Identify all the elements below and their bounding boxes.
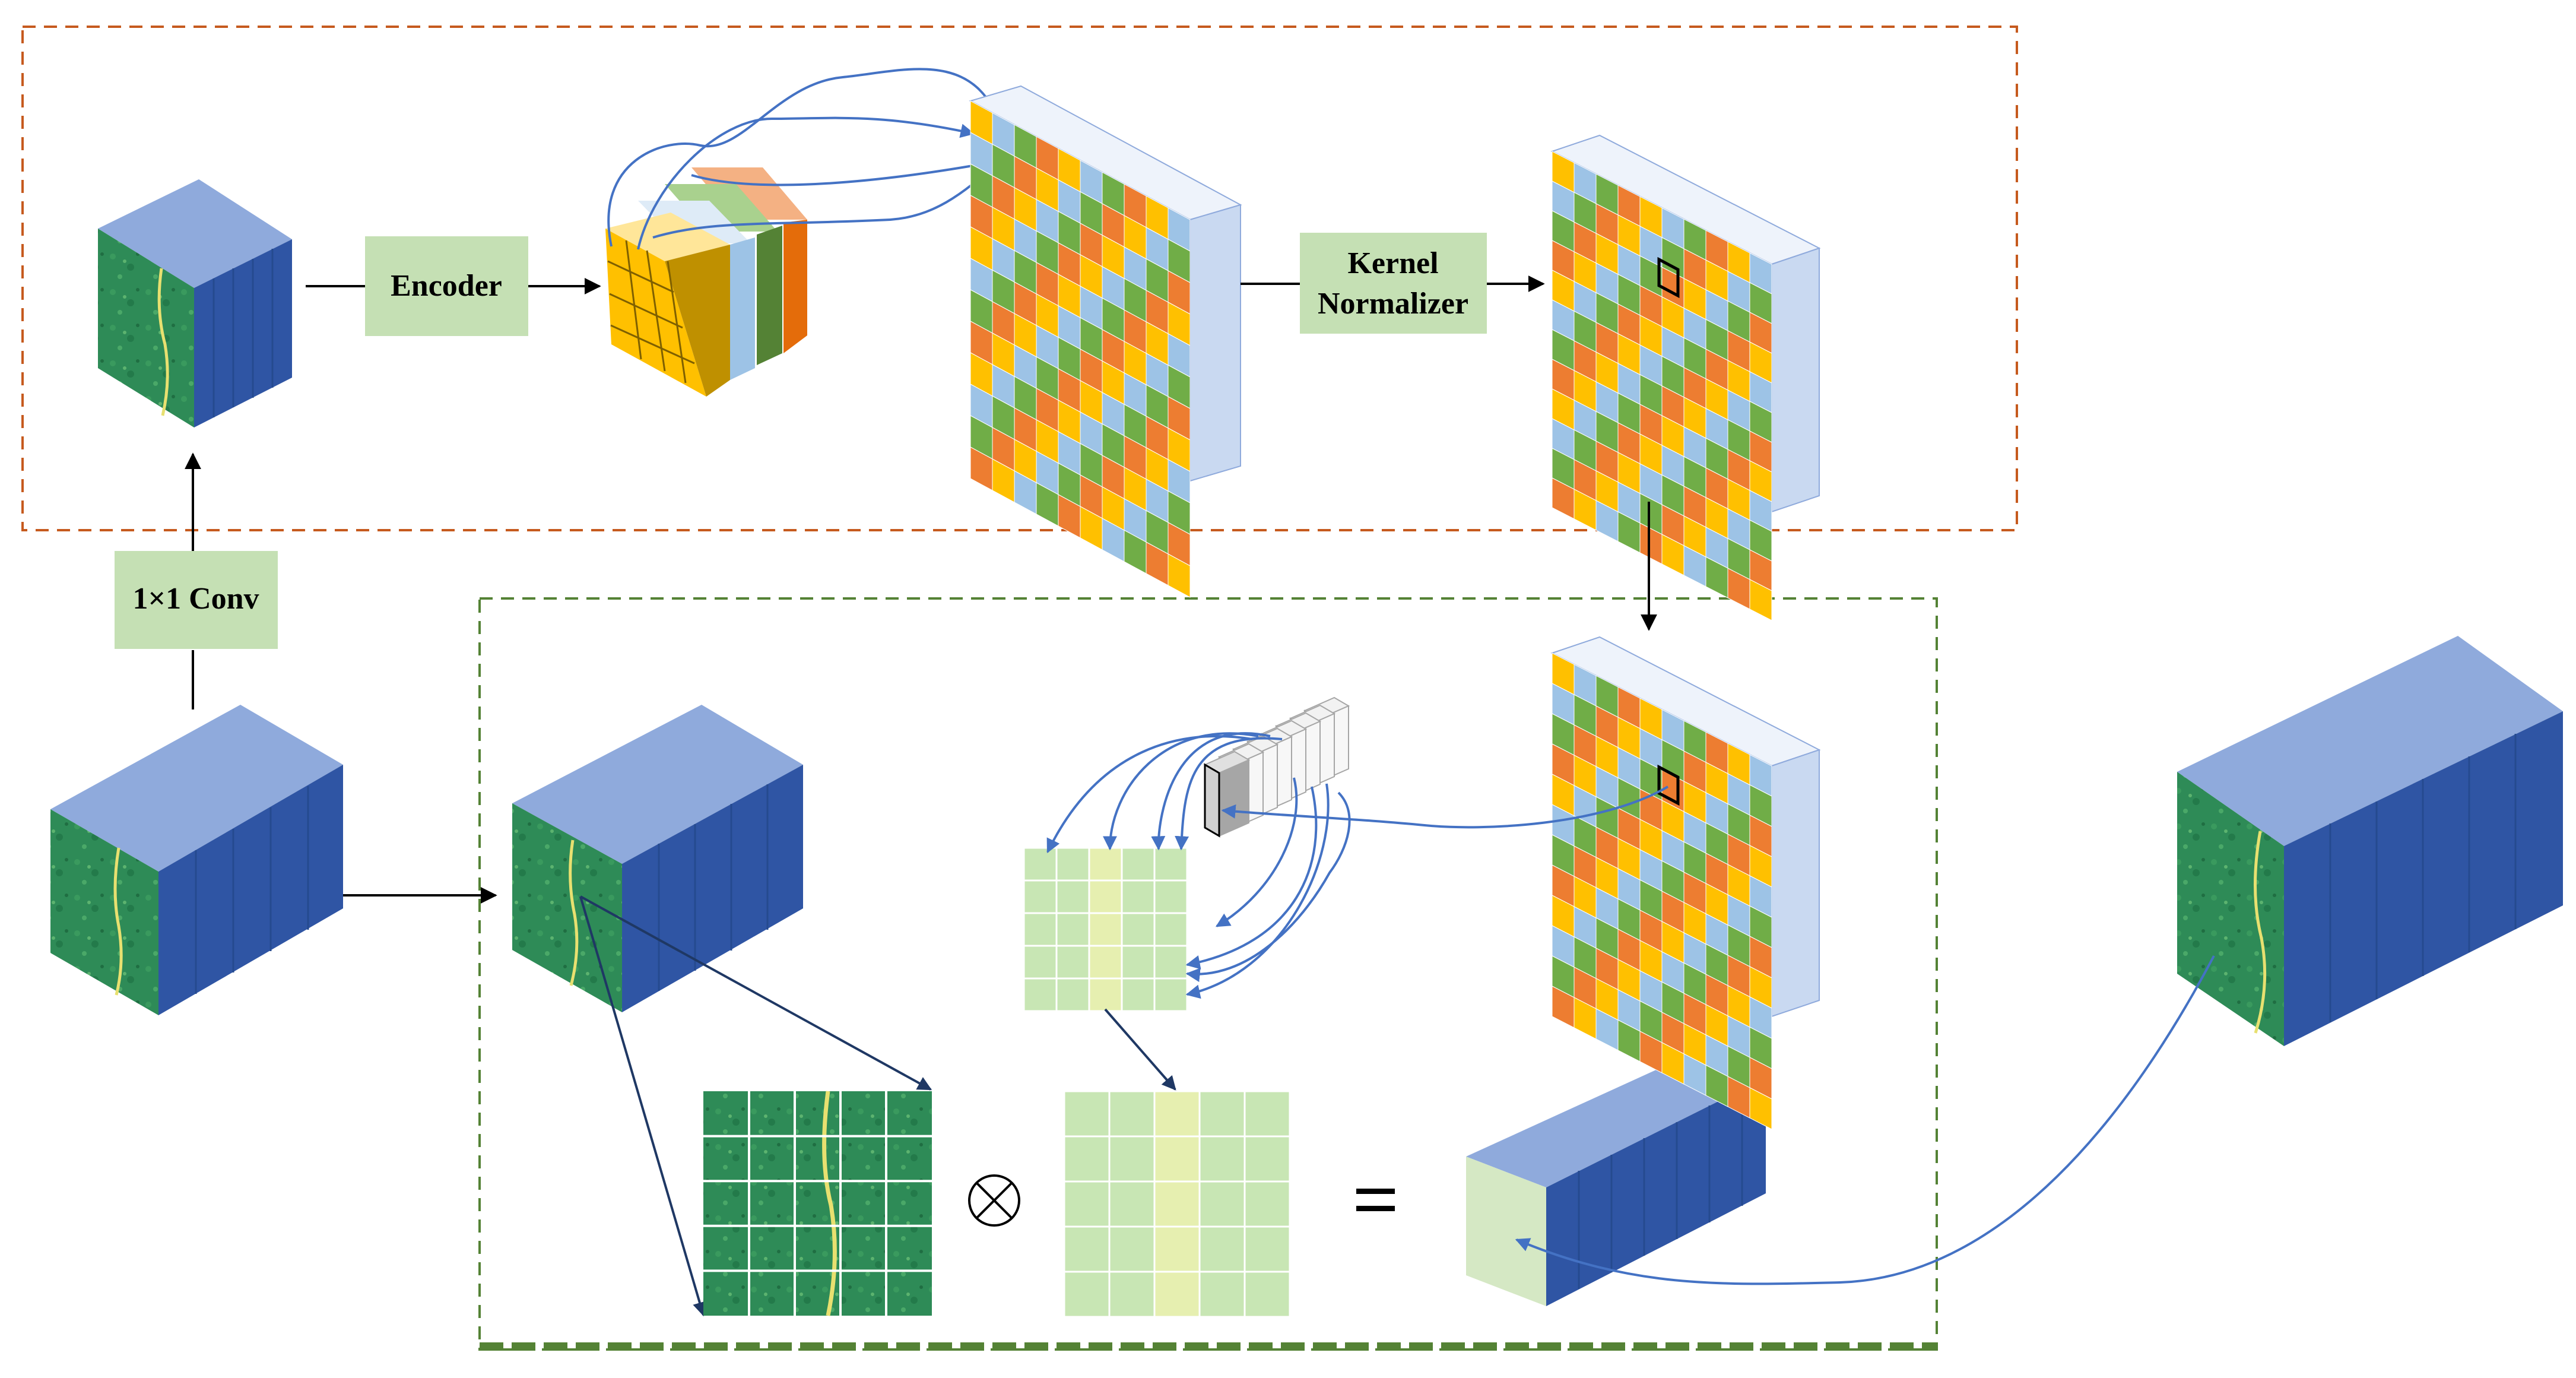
kernel-slice-grid bbox=[1023, 847, 1188, 1012]
kernel-vector bbox=[1203, 696, 1350, 838]
kernel-slice-cell bbox=[1055, 879, 1090, 914]
reshaped-kernel-cell bbox=[1153, 1135, 1201, 1183]
stack-to-kernel-arrows bbox=[607, 68, 1005, 250]
kernel-slice-cell bbox=[1121, 977, 1156, 1012]
reshaped-kernel-cell bbox=[1198, 1135, 1246, 1183]
kernel-slice-cell bbox=[1088, 977, 1123, 1012]
kernel-slice-cell bbox=[1055, 912, 1090, 947]
kernel-slice-cell bbox=[1121, 879, 1156, 914]
vector-to-grid-arrows bbox=[1046, 732, 1351, 999]
reshaped-kernel-cell bbox=[1063, 1271, 1111, 1318]
equals-sign bbox=[1356, 1189, 1395, 1211]
kernel-normalizer-label-line2: Normalizer bbox=[1318, 287, 1468, 321]
reshaped-kernel-cell bbox=[1198, 1271, 1246, 1318]
channel-yellow bbox=[605, 213, 730, 397]
selected-kernel-cell-lower bbox=[1657, 764, 1680, 806]
selected-kernel-cell bbox=[1657, 256, 1680, 299]
arrow-small-to-big-kernel bbox=[1104, 1008, 1176, 1091]
reshaped-kernel-cell bbox=[1063, 1135, 1111, 1183]
conv-label: 1×1 Conv bbox=[132, 582, 259, 616]
kernel-slice-cell bbox=[1023, 977, 1058, 1012]
kernel-slice-cell bbox=[1088, 945, 1123, 980]
reshaped-kernel-cell bbox=[1243, 1090, 1291, 1138]
kernel-slice-cell bbox=[1153, 945, 1188, 980]
reshaped-kernel-cell bbox=[1153, 1180, 1201, 1228]
reshaped-kernel bbox=[1063, 1090, 1291, 1318]
reshaped-kernel-cell bbox=[1108, 1180, 1156, 1228]
kernel-slice-cell bbox=[1088, 847, 1123, 882]
reshaped-kernel-cell bbox=[1063, 1180, 1111, 1228]
feature-patch bbox=[703, 1091, 932, 1316]
input-feature-cube bbox=[50, 705, 343, 1015]
reshaped-kernel-cell bbox=[1243, 1135, 1291, 1183]
kernel-slice-cell bbox=[1023, 847, 1058, 882]
kernel-map-cell bbox=[1168, 553, 1191, 598]
kernel-slice-cell bbox=[1055, 977, 1090, 1012]
kernel-slice-cell bbox=[1153, 879, 1188, 914]
reshaped-kernel-cell bbox=[1153, 1090, 1201, 1138]
reshaped-kernel-cell bbox=[1198, 1180, 1246, 1228]
reshaped-kernel-cell bbox=[1243, 1271, 1291, 1318]
reshaped-kernel-cell bbox=[1063, 1225, 1111, 1273]
reshaped-kernel-cell bbox=[1108, 1090, 1156, 1138]
arrow-output-to-pixel bbox=[1515, 955, 2215, 1285]
encoded-kernel-stack bbox=[605, 167, 807, 397]
kernel-slice-cell bbox=[1055, 945, 1090, 980]
normalized-kernel-map bbox=[1550, 134, 1821, 621]
reshaped-kernel-cell bbox=[1243, 1225, 1291, 1273]
compressed-feature-cube bbox=[98, 179, 292, 427]
kernel-slice-cell bbox=[1153, 847, 1188, 882]
reshaped-kernel-cell bbox=[1108, 1271, 1156, 1318]
reshaped-kernel-cell bbox=[1153, 1225, 1201, 1273]
kernel-vector-slab bbox=[1203, 750, 1251, 838]
lower-map-grid bbox=[1552, 652, 1772, 1130]
reshaped-kernel-cell bbox=[1063, 1090, 1111, 1138]
lower-kernel-map bbox=[1550, 636, 1821, 1130]
kernel-normalizer-label-line1: Kernel bbox=[1347, 246, 1438, 280]
kernel-slice-cell bbox=[1088, 879, 1123, 914]
kernel-normalizer-box: Kernel Normalizer bbox=[1300, 233, 1487, 334]
kernel-prediction-region bbox=[21, 26, 2018, 531]
kernel-slice-cell bbox=[1121, 945, 1156, 980]
kernel-slice-cell bbox=[1088, 912, 1123, 947]
output-feature-cube bbox=[2177, 636, 2563, 1046]
channel-lightblue bbox=[638, 201, 755, 380]
kernel-slice-cell bbox=[1023, 912, 1058, 947]
kernel-slice-cell bbox=[1121, 912, 1156, 947]
kernel-slice-cell bbox=[1023, 879, 1058, 914]
conv-1x1-box: 1×1 Conv bbox=[115, 551, 278, 649]
reshaped-kernel-cell bbox=[1198, 1090, 1246, 1138]
reshaped-kernel-cell bbox=[1198, 1225, 1246, 1273]
convolution-operator bbox=[968, 1174, 1020, 1227]
reshaped-kernel-cell bbox=[1108, 1135, 1156, 1183]
lower-map-cell bbox=[1749, 1087, 1772, 1130]
normalized-map-cell bbox=[1749, 579, 1772, 621]
feature-cube-copy bbox=[512, 705, 803, 1012]
kernel-slice-cell bbox=[1121, 847, 1156, 882]
kernel-slice-cell bbox=[1055, 847, 1090, 882]
reshaped-kernel-cell bbox=[1153, 1271, 1201, 1318]
kernel-slice-cell bbox=[1153, 912, 1188, 947]
patch-extraction-lines bbox=[579, 895, 932, 1317]
encoder-box: Encoder bbox=[365, 236, 528, 336]
reshaped-kernel-cell bbox=[1243, 1180, 1291, 1228]
kernel-slice-cell bbox=[1153, 977, 1188, 1012]
normalized-map-grid bbox=[1552, 151, 1772, 621]
encoder-label: Encoder bbox=[391, 269, 502, 303]
predicted-kernel-map bbox=[969, 85, 1242, 598]
reshaped-kernel-cell bbox=[1108, 1225, 1156, 1273]
channel-green bbox=[665, 184, 782, 365]
kernel-slice-cell bbox=[1023, 945, 1058, 980]
arrow-map-to-vector bbox=[1221, 785, 1669, 829]
kernel-map-grid bbox=[970, 100, 1191, 598]
